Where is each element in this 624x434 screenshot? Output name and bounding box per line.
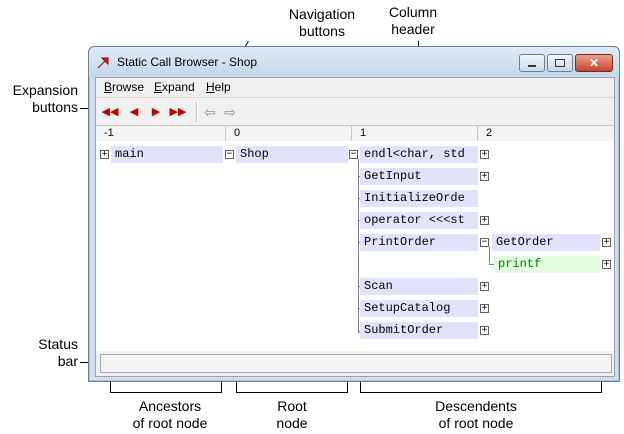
node-child[interactable]: InitializeOrde [360, 190, 478, 207]
callout-expansion-line2: buttons [32, 99, 78, 115]
bracket-ancestors [110, 382, 222, 393]
grandchild-connector [489, 247, 490, 263]
expand-child-button[interactable]: + [480, 281, 489, 291]
expand-getorder-button[interactable]: + [602, 237, 611, 247]
back-arrow-icon: ⇦ [204, 104, 216, 120]
forward-arrow-icon: ⇨ [224, 104, 236, 120]
window-title: Static Call Browser - Shop [117, 55, 258, 69]
close-button[interactable]: ✕ [575, 54, 613, 72]
maximize-button[interactable] [547, 54, 573, 72]
expand-all-ancestors-button[interactable]: ◀◀ [100, 102, 120, 122]
client-area: Browse Expand Help ◀◀ ◀ ▶ ▶▶ ⇦ ⇨ -1 0 1 … [95, 77, 615, 377]
expand-child-button[interactable]: + [480, 303, 489, 313]
left-icon: ◀ [129, 106, 139, 118]
static-call-browser-window: Static Call Browser - Shop ✕ Browse Expa… [88, 46, 620, 382]
callout-root: Root node [236, 398, 348, 432]
callout-expansion-buttons: Expansion buttons [0, 82, 78, 116]
expand-child-button[interactable]: + [480, 171, 489, 181]
right-icon: ▶ [151, 106, 161, 118]
callout-column-line2: header [391, 21, 435, 37]
branch [489, 264, 494, 265]
callout-status-line2: bar [57, 353, 78, 369]
callout-ancestors: Ancestors of root node [110, 398, 230, 432]
callout-root-line1: Root [277, 398, 307, 414]
expand-child-button[interactable]: + [480, 325, 489, 335]
callout-expansion-line1: Expansion [12, 82, 78, 98]
callout-column-line1: Column [388, 4, 438, 20]
node-printf[interactable]: printf [494, 256, 600, 273]
menu-expand[interactable]: Expand [154, 80, 195, 94]
callout-root-line2: node [276, 415, 308, 431]
call-tree: + main − Shop − endl<char, std + GetInpu… [96, 141, 614, 351]
column-header-grandchildren[interactable]: 2 [486, 127, 493, 139]
menu-browse-label: Browse [104, 80, 145, 94]
status-bar [100, 354, 612, 373]
callout-navigation-line2: buttons [299, 23, 345, 39]
collapse-shop-button[interactable]: − [225, 149, 234, 159]
expand-child-button[interactable]: + [480, 149, 489, 159]
menu-expand-label: Expand [154, 80, 195, 94]
callout-descendents-line1: Descendents [435, 398, 517, 414]
callout-descendents-line2: of root node [438, 415, 514, 431]
menu-bar: Browse Expand Help [96, 78, 614, 96]
expand-child-button[interactable]: + [480, 215, 489, 225]
column-header: -1 0 1 2 [96, 125, 614, 142]
collapse-root-children-button[interactable]: − [349, 149, 358, 159]
callout-ancestors-line2: of root node [132, 415, 208, 431]
callout-column-header: Column header [368, 4, 458, 38]
callout-status-bar: Status bar [20, 336, 78, 370]
title-bar[interactable]: Static Call Browser - Shop ✕ [89, 47, 619, 77]
node-child[interactable]: operator <<<st [360, 212, 478, 229]
expand-main-button[interactable]: + [100, 149, 109, 159]
column-header-children[interactable]: 1 [352, 126, 478, 141]
callout-navigation-buttons: Navigation buttons [272, 6, 372, 40]
bracket-root [236, 382, 348, 393]
callout-status-line1: Status [38, 336, 78, 352]
callout-ancestors-line1: Ancestors [138, 398, 202, 414]
collapse-printorder-button[interactable]: − [480, 237, 489, 247]
minimize-button[interactable] [519, 54, 545, 72]
column-header-ancestor[interactable]: -1 [96, 126, 226, 141]
node-child[interactable]: GetInput [360, 168, 478, 185]
menu-browse[interactable]: Browse [104, 80, 144, 94]
node-shop[interactable]: Shop [236, 146, 348, 163]
node-child[interactable]: SubmitOrder [360, 322, 478, 339]
double-right-icon: ▶▶ [169, 106, 187, 118]
node-child[interactable]: SetupCatalog [360, 300, 478, 317]
double-left-icon: ◀◀ [101, 106, 119, 118]
column-header-root[interactable]: 0 [226, 126, 352, 141]
callout-descendents: Descendents of root node [360, 398, 592, 432]
minimize-icon [528, 65, 536, 67]
node-child[interactable]: endl<char, std [360, 146, 478, 163]
bracket-descendents [360, 382, 602, 393]
node-getorder[interactable]: GetOrder [492, 234, 600, 251]
back-button[interactable]: ⇦ [200, 102, 220, 122]
children-connector [358, 159, 359, 333]
close-icon: ✕ [589, 56, 600, 70]
app-arrow-icon [97, 56, 109, 69]
maximize-icon [555, 59, 565, 67]
expand-printf-button[interactable]: + [602, 259, 611, 269]
menu-help[interactable]: Help [206, 80, 231, 94]
expand-all-descendents-button[interactable]: ▶▶ [168, 102, 188, 122]
toolbar-separator [196, 102, 198, 122]
node-child[interactable]: Scan [360, 278, 478, 295]
menu-help-label: Help [206, 80, 231, 94]
node-printorder[interactable]: PrintOrder [360, 234, 478, 251]
expand-descendents-button[interactable]: ▶ [146, 102, 166, 122]
expand-ancestors-button[interactable]: ◀ [124, 102, 144, 122]
forward-button[interactable]: ⇨ [220, 102, 240, 122]
node-main[interactable]: main [111, 146, 223, 163]
callout-navigation-line1: Navigation [288, 6, 356, 22]
toolbar: ◀◀ ◀ ▶ ▶▶ ⇦ ⇨ [96, 97, 614, 125]
